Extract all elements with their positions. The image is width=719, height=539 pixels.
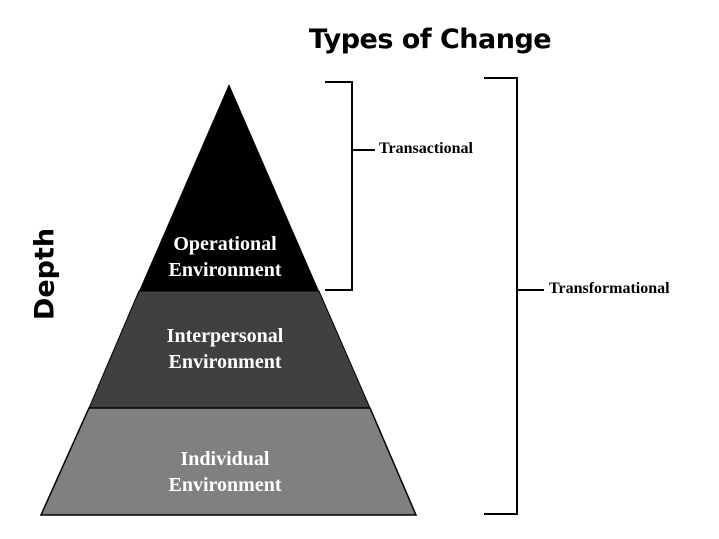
layer-label-line: Environment (168, 474, 282, 496)
label-transformational: Transformational (549, 280, 670, 297)
layer-label-line: Environment (168, 259, 282, 281)
layer-individual (39, 407, 418, 516)
layer-label-line: Interpersonal (166, 325, 284, 347)
bracket-transactional (325, 81, 375, 291)
layer-label-line: Operational (173, 233, 277, 255)
label-transactional: Transactional (379, 140, 473, 157)
layer-operational (139, 84, 319, 291)
bracket-transformational (484, 77, 544, 515)
layer-label-interpersonal: Interpersonal Environment (125, 323, 325, 375)
depth-axis-label: Depth (29, 227, 61, 321)
layer-label-line: Individual (180, 448, 270, 470)
layer-label-line: Environment (168, 351, 282, 373)
layer-label-individual: Individual Environment (125, 446, 325, 498)
layer-label-operational: Operational Environment (125, 231, 325, 283)
diagram-title: Types of Change (308, 24, 552, 55)
